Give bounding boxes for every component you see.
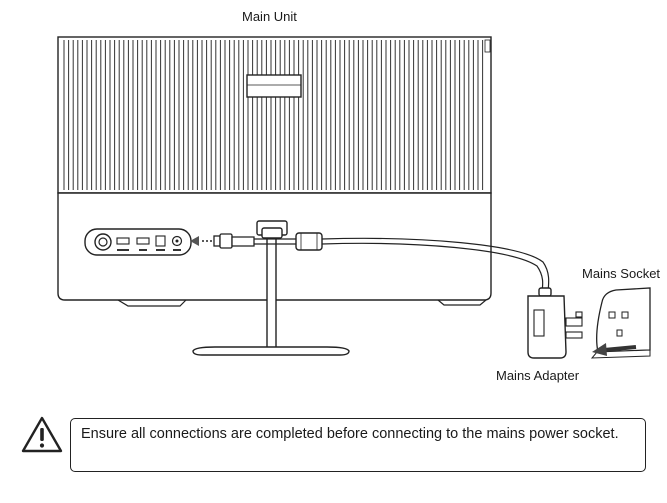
warning-triangle-icon bbox=[21, 416, 63, 453]
mains-adapter bbox=[527, 287, 583, 359]
monitor-stand bbox=[192, 229, 350, 356]
port-panel bbox=[84, 228, 192, 256]
mains-socket-label: Mains Socket bbox=[582, 266, 661, 281]
left-foot bbox=[117, 299, 187, 307]
insert-arrow bbox=[190, 236, 212, 246]
mains-socket bbox=[590, 287, 651, 359]
warning-text: Ensure all connections are completed bef… bbox=[81, 426, 619, 442]
cable-clip bbox=[256, 220, 288, 239]
warning-box: Ensure all connections are completed bef… bbox=[70, 418, 646, 472]
main-unit-label: Main Unit bbox=[242, 9, 297, 24]
rear-label-plate bbox=[246, 74, 302, 98]
usb-port-icon bbox=[155, 235, 166, 247]
hdmi-port-icon bbox=[116, 237, 130, 245]
power-cable bbox=[254, 232, 550, 293]
right-foot bbox=[437, 299, 487, 306]
mains-adapter-label: Mains Adapter bbox=[496, 368, 580, 383]
displayport-port-icon bbox=[136, 237, 150, 245]
ferrite-core bbox=[295, 232, 323, 251]
main-unit-rear-panel bbox=[57, 36, 492, 194]
dc-plug bbox=[213, 233, 255, 249]
rear-vent-ribs bbox=[63, 40, 484, 190]
